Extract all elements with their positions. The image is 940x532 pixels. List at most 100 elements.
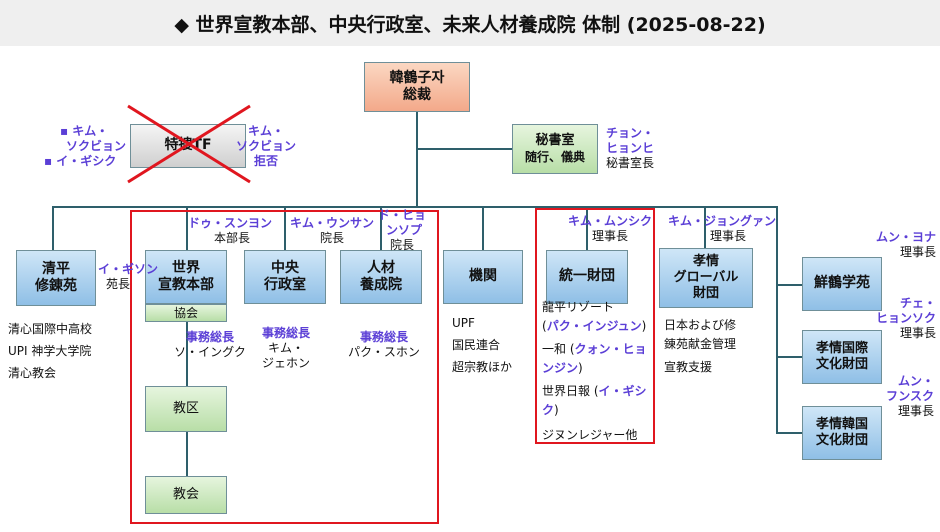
tongil-item-head-name: パク・インジュン [546,319,642,333]
tf-right-names: キム・ ソクビョン 拒否 [230,124,302,169]
tongil-item-head-name: イ・ギシ [598,384,647,398]
hyojeong-global-line3: 財団 [692,286,719,302]
tongil-head-name: キム・ムンシク [568,214,653,228]
hyojeong-global-head-name: キム・ジョングァン [668,214,777,228]
connector-hyojeong-korea [776,432,802,434]
kyokai-label: 協会 [173,305,198,320]
tongil-item-segye: 世界日報 (イ・ギシ [542,382,647,401]
tongil-item-segye-cont: ク) [542,401,647,420]
hyojeong-global-head: キム・ジョングァン 理事長 [668,214,776,244]
hyojeong-global-list: 日本および修 錬苑献金管理 宣教支援 [664,316,736,377]
talent-secretary-name: パク・スホン [348,345,420,359]
talent-secretary: 事務総長 パク・スホン [336,330,432,360]
kyoku-label: 教区 [172,400,199,416]
hyojeong-intl-line1: 孝情国際 [815,340,868,356]
secretariat-title: 秘書室 [535,133,575,149]
connector-world-mission [186,206,188,250]
hyojeong-global-list-item: 錬苑献金管理 [664,337,737,351]
paren-close: ) [641,319,647,333]
kyokai-box[interactable]: 協会 [145,304,227,322]
cross-out-icon [127,104,251,184]
tongil-item-ilhwa-cont: ンジン) [542,359,647,378]
sunhak-head-role: 理事長 [899,245,936,259]
connector-kikan [482,206,484,250]
hyojeong-korea-box[interactable]: 孝情韓国 文化財団 [802,406,882,460]
central-admin-secretary-name-line1: キム・ [267,341,304,355]
talent-box[interactable]: 人材 養成院 [340,250,422,304]
central-admin-box[interactable]: 中央 行政室 [244,250,326,304]
connector-secretariat [416,148,512,150]
world-mission-secretary-title: 事務総長 [185,330,234,344]
sunhak-head-name: ムン・ヨナ [875,230,936,244]
talent-secretary-title: 事務総長 [359,330,408,344]
tongil-item-yongpyong-head: (パク・インジュン) [542,317,647,336]
president-box[interactable]: 韓鶴子자 総裁 [364,62,470,112]
hyojeong-intl-line2: 文化財団 [815,357,868,372]
connector-talent [380,206,382,250]
tf-left-names: ▪ キム・ ソクビョン ▪ イ・ギシク [44,124,126,169]
tf-left-line3: ▪ イ・ギシク [44,154,117,168]
central-admin-head: キム・ウンサン 院長 [290,216,374,246]
seipei-list-item: 清心国際中高校 [8,322,93,336]
hyojeong-global-list-item: 日本および修 [664,318,737,332]
red-frame-mission-group [130,210,439,524]
seipei-head: イ・ギソン 苑長 [98,262,158,292]
tongil-box[interactable]: 統一財団 [546,250,628,304]
secretariat-role: 秘書室長 [606,156,655,170]
paren-close: ) [554,403,559,417]
seipei-box[interactable]: 清平 修錬苑 [16,250,96,306]
hyojeong-global-list-item: 宣教支援 [664,360,713,374]
secretariat-name-line2: ヒョンヒ [606,141,655,155]
kikan-list-item: 国民連合 [452,338,501,352]
tf-left-line2: ソクビョン [66,139,127,153]
sunhak-box[interactable]: 鮮鶴学苑 [802,257,882,311]
central-admin-secretary: 事務総長 キム・ ジェホン [246,326,326,371]
talent-head-role: 院長 [390,238,415,252]
world-mission-line1: 世界 [172,259,200,276]
talent-line1: 人材 [367,259,395,276]
connector-hyojeong-global [704,206,706,248]
hyojeong-korea-head-name-line2: フンスク [885,389,934,403]
tongil-head-role: 理事長 [592,229,629,243]
president-title: 総裁 [403,87,431,103]
seipei-list: 清心国際中高校 UPI 神学大学院 清心教会 [8,318,92,384]
tf-right-line1: キム・ [247,124,284,138]
kikan-box[interactable]: 機関 [443,250,523,304]
connector-president-down [416,112,418,208]
tongil-item-ilhwa: 一和 (クォン・ヒョ [542,340,647,359]
kyoku-box[interactable]: 教区 [145,386,227,432]
hyojeong-global-box[interactable]: 孝情 グローバル 財団 [659,248,753,308]
hyojeong-intl-head: チェ・ ヒョンソク 理事長 [840,296,936,341]
tongil-item-label: 世界日報 ( [542,384,599,398]
world-mission-head-name: ドゥ・スンヨン [188,216,273,230]
tongil-item-leisure: ジヌンレジャー他 [542,426,647,445]
paren-close: ) [578,361,583,375]
kikan-list-item: UPF [452,316,475,330]
talent-head-name-line2: ンソプ [386,223,423,237]
connector-right-vertical [776,206,778,434]
connector-seipei [52,206,54,250]
kikan-label: 機関 [469,268,497,285]
tongil-item-yongpyong: 龍平リゾート [542,298,647,317]
seipei-line1: 清平 [42,260,70,277]
world-mission-box[interactable]: 世界 宣教本部 [145,250,227,304]
seipei-head-role: 苑長 [106,277,131,291]
hyojeong-global-head-role: 理事長 [710,229,747,243]
world-mission-head-role: 本部長 [214,231,251,245]
talent-head: ド・ヒョ ンソプ 院長 [378,208,426,253]
central-admin-line2: 行政室 [264,277,306,293]
tongil-item-label: ジヌンレジャー他 [542,428,638,442]
hyojeong-global-line1: 孝情 [692,253,719,269]
seipei-list-item: UPI 神学大学院 [8,344,92,358]
hyojeong-intl-head-name-line1: チェ・ [899,296,936,310]
tf-right-line3: 拒否 [253,154,278,168]
hyojeong-intl-box[interactable]: 孝情国際 文化財団 [802,330,882,384]
secretariat-box[interactable]: 秘書室 随行、儀典 [512,124,598,174]
church-box[interactable]: 教会 [145,476,227,514]
paren-open: ( [542,319,547,333]
world-mission-head: ドゥ・スンヨン 本部長 [188,216,272,246]
title-bar: ◆ 世界宣教本部、中央行政室、未来人材養成院 体制 (2025-08-22) [0,0,940,46]
president-name: 韓鶴子자 [389,69,445,86]
seipei-head-name: イ・ギソン [98,262,159,276]
red-frame-tongil [535,208,655,444]
